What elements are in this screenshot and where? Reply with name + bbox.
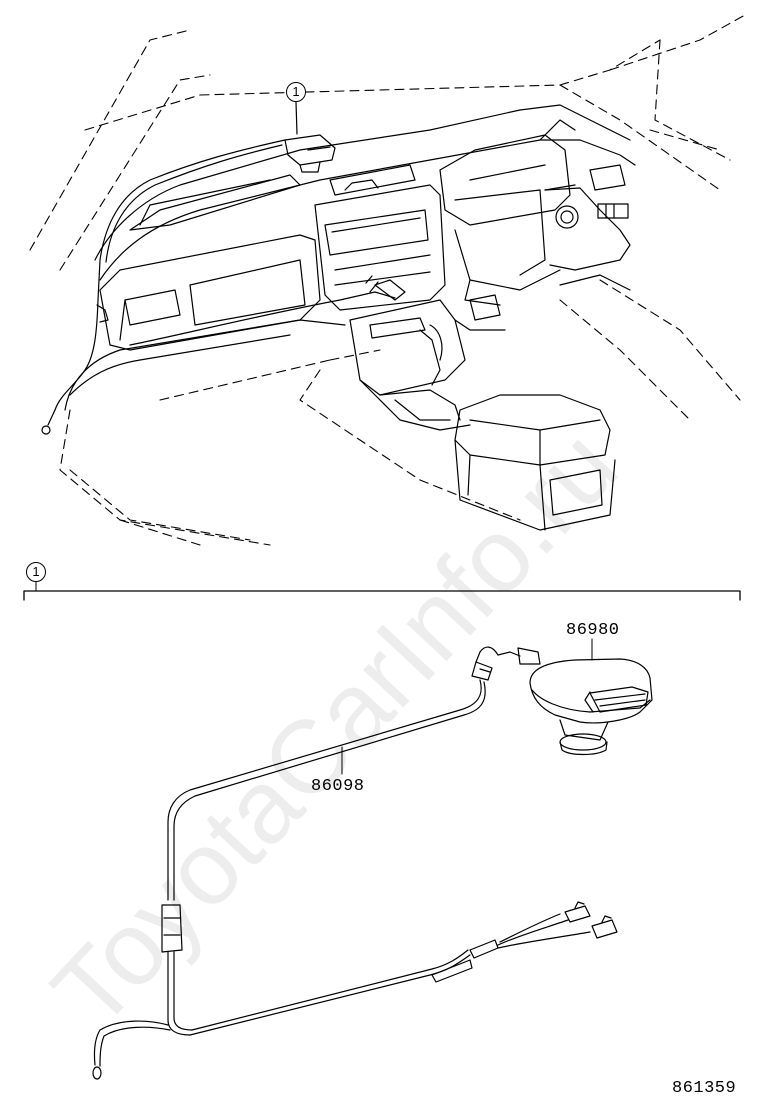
callout-top: 1 bbox=[286, 82, 306, 102]
interior-overview bbox=[29, 14, 746, 546]
part-number-86980: 86980 bbox=[566, 621, 620, 640]
figure-code: 861359 bbox=[672, 1079, 737, 1098]
section-divider bbox=[23, 590, 741, 601]
part-number-86098: 86098 bbox=[311, 777, 365, 796]
harness-86098 bbox=[92, 646, 618, 1080]
callout-section: 1 bbox=[26, 562, 46, 582]
sensor-86980 bbox=[529, 658, 653, 756]
